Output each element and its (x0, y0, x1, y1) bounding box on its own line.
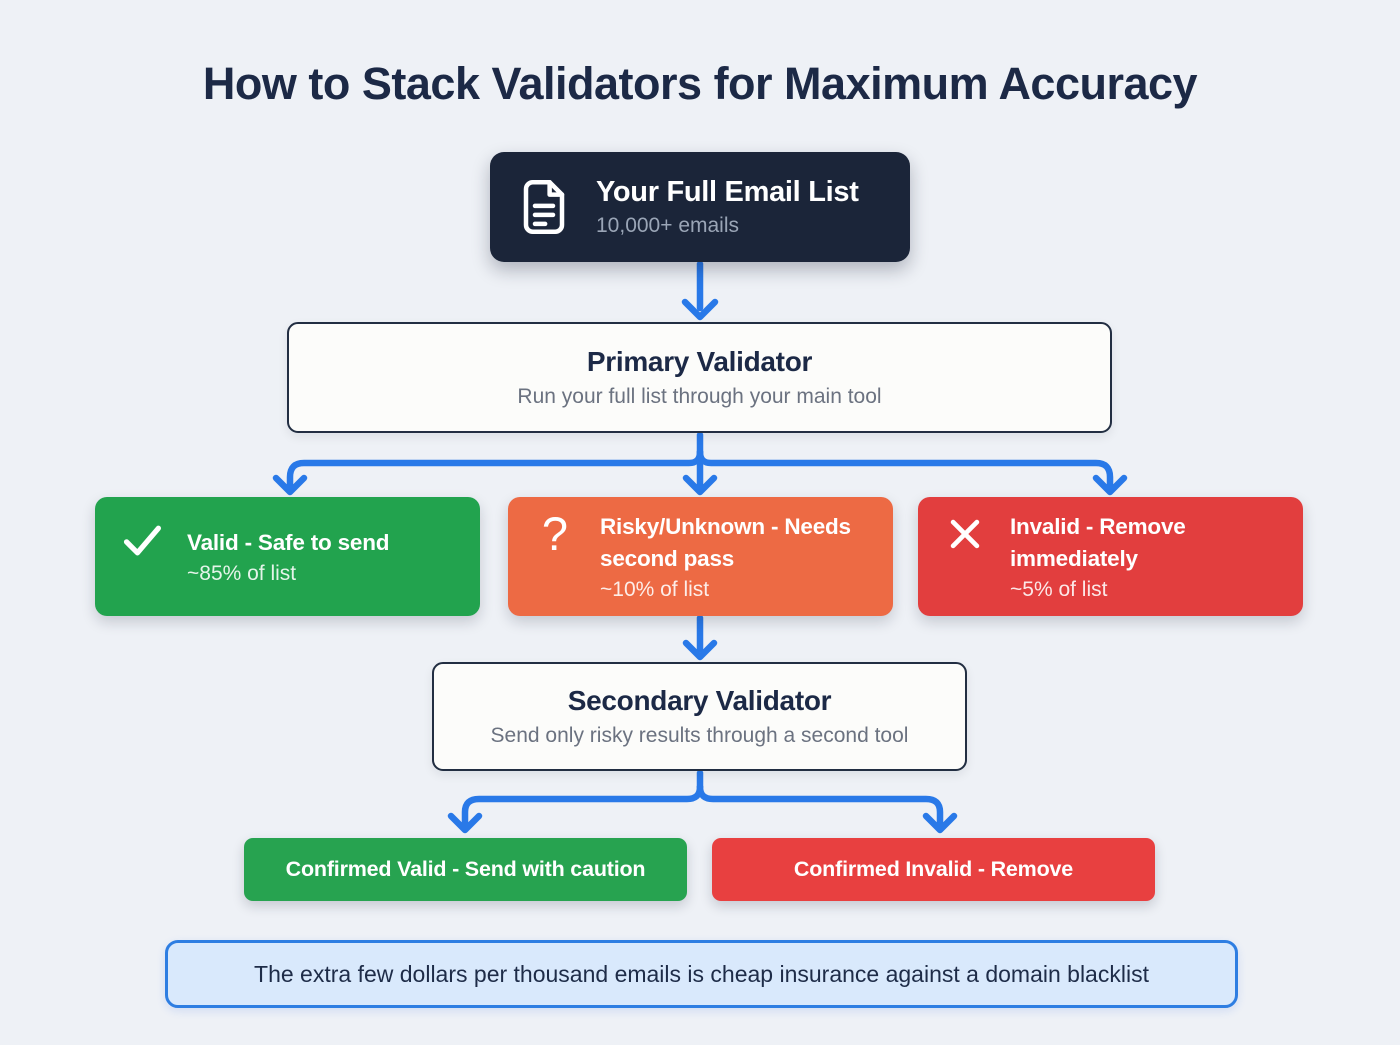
note-text: The extra few dollars per thousand email… (254, 960, 1149, 987)
primary-validator-node: Primary Validator Run your full list thr… (287, 322, 1112, 433)
confirmed-invalid-node: Confirmed Invalid - Remove (712, 838, 1155, 901)
primary-validator-title: Primary Validator (586, 346, 813, 377)
outcome-invalid-text: Invalid - Remove immediately ~5% of list (1010, 511, 1281, 601)
arrow-primary-to-risky (682, 431, 718, 496)
email-list-node: Your Full Email List 10,000+ emails (490, 152, 910, 262)
outcome-valid-node: Valid - Safe to send ~85% of list (95, 497, 480, 616)
outcome-invalid-node: Invalid - Remove immediately ~5% of list (918, 497, 1303, 616)
outcome-risky-share: ~10% of list (600, 577, 710, 601)
outcome-valid-title: Valid - Safe to send (187, 529, 390, 555)
x-icon (942, 515, 988, 553)
confirmed-valid-label: Confirmed Valid - Send with caution (285, 857, 646, 881)
outcome-risky-text: Risky/Unknown - Needs second pass ~10% o… (600, 511, 871, 601)
question-icon: ? (532, 507, 578, 560)
note-callout: The extra few dollars per thousand email… (165, 940, 1238, 1008)
page-title: How to Stack Validators for Maximum Accu… (202, 58, 1198, 109)
email-list-text: Your Full Email List 10,000+ emails (596, 176, 859, 238)
secondary-validator-subtitle: Send only risky results through a second… (490, 724, 909, 747)
email-list-title: Your Full Email List (596, 176, 859, 208)
outcome-risky-node: ? Risky/Unknown - Needs second pass ~10%… (508, 497, 893, 616)
confirmed-invalid-label: Confirmed Invalid - Remove (793, 857, 1074, 881)
arrow-primary-to-invalid (696, 448, 1128, 496)
primary-validator-subtitle: Run your full list through your main too… (517, 385, 882, 408)
secondary-validator-title: Secondary Validator (567, 685, 832, 716)
arrow-secondary-to-confirmed-invalid (696, 783, 958, 834)
outcome-risky-title: Risky/Unknown - Needs second pass (600, 514, 851, 571)
arrow-source-to-primary (681, 260, 719, 321)
arrow-risky-to-secondary (682, 614, 718, 661)
check-icon (119, 521, 165, 561)
arrow-secondary-to-confirmed-valid (447, 783, 704, 834)
outcome-invalid-title: Invalid - Remove immediately (1010, 514, 1186, 571)
email-list-subtitle: 10,000+ emails (596, 214, 740, 237)
arrow-primary-to-valid (272, 448, 704, 496)
outcome-valid-text: Valid - Safe to send ~85% of list (187, 527, 390, 586)
question-glyph: ? (541, 507, 569, 560)
document-icon (516, 176, 572, 238)
secondary-validator-node: Secondary Validator Send only risky resu… (432, 662, 967, 771)
confirmed-valid-node: Confirmed Valid - Send with caution (244, 838, 687, 901)
outcome-invalid-share: ~5% of list (1010, 577, 1108, 601)
outcome-valid-share: ~85% of list (187, 562, 297, 586)
